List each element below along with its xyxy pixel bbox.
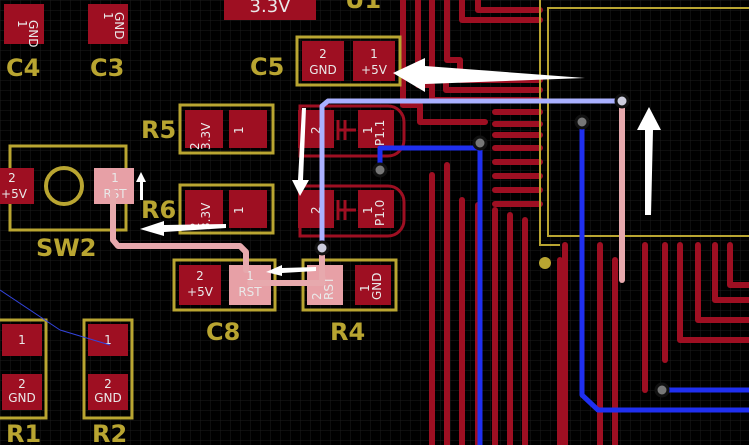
arrow-left-to-c5 <box>393 58 585 92</box>
svg-text:1: 1 <box>361 126 375 134</box>
arrow-down <box>292 108 309 196</box>
svg-text:2: 2 <box>319 47 327 61</box>
r5-component[interactable]: 2 3.3V 1 R5 <box>141 103 275 155</box>
svg-text:1: 1 <box>232 206 246 214</box>
vias <box>314 93 670 398</box>
arrow-up-right <box>637 107 661 215</box>
arrow-left-c8 <box>266 265 316 276</box>
svg-text:1: 1 <box>358 284 372 292</box>
svg-text:2: 2 <box>309 126 323 134</box>
r5-ref: R5 <box>141 116 176 144</box>
svg-text:2: 2 <box>8 171 16 185</box>
top-label-3v3: 3.3V U1 <box>224 0 381 20</box>
arrow-up-sw2 <box>136 172 146 200</box>
svg-text:+5V: +5V <box>187 285 214 299</box>
svg-text:3.3V: 3.3V <box>199 122 213 150</box>
svg-text:2: 2 <box>310 292 324 300</box>
c5-ref: C5 <box>250 53 284 81</box>
pink-tracks <box>110 98 625 286</box>
c4-ref: C4 <box>6 54 40 82</box>
r1-component[interactable]: 1 2 GND R1 <box>0 318 48 445</box>
ratsnest-lines <box>0 289 111 346</box>
svg-text:1: 1 <box>246 269 254 283</box>
c5-component[interactable]: 2 GND 1 +5V C5 <box>250 35 402 87</box>
svg-text:P1.0: P1.0 <box>373 200 387 226</box>
svg-text:3.3V: 3.3V <box>250 0 292 17</box>
u1-ref-label: U1 <box>345 0 381 14</box>
svg-text:2: 2 <box>309 206 323 214</box>
c8-ref: C8 <box>206 318 240 346</box>
svg-text:2: 2 <box>196 269 204 283</box>
annotation-arrows <box>136 58 661 276</box>
c4-pad1-num: 1 <box>15 20 29 28</box>
c8-component[interactable]: 2 +5V 1 RST C8 <box>172 258 277 346</box>
c4-component[interactable]: GND 1 C4 <box>4 4 44 82</box>
svg-text:+5V: +5V <box>361 63 388 77</box>
c3-ref: C3 <box>90 54 124 82</box>
c3-component[interactable]: GND 1 C3 <box>88 4 128 82</box>
r4-ref: R4 <box>330 318 365 346</box>
svg-text:+5V: +5V <box>1 187 28 201</box>
c3-pad1-num: 1 <box>101 12 115 20</box>
svg-text:GND: GND <box>8 391 36 405</box>
svg-text:1: 1 <box>232 126 246 134</box>
svg-text:3.3V: 3.3V <box>199 202 213 230</box>
r2-component[interactable]: 1 2 GND R2 <box>82 318 134 445</box>
svg-text:RST: RST <box>238 285 262 299</box>
svg-text:1: 1 <box>18 333 26 347</box>
svg-text:GND: GND <box>309 63 337 77</box>
r2-ref: R2 <box>92 420 127 445</box>
c4-pad1-net: GND <box>26 20 40 48</box>
u1-outline <box>539 0 749 269</box>
svg-text:P1.1: P1.1 <box>373 120 387 146</box>
r6-ref: R6 <box>141 196 176 224</box>
svg-text:GND: GND <box>370 272 384 300</box>
svg-text:1: 1 <box>104 333 112 347</box>
svg-text:RST: RST <box>322 276 336 300</box>
svg-text:GND: GND <box>94 391 122 405</box>
svg-text:1: 1 <box>370 47 378 61</box>
svg-text:2: 2 <box>18 377 26 391</box>
r6-component[interactable]: 2 3.3V 1 R6 <box>141 183 275 235</box>
svg-text:1: 1 <box>111 171 119 185</box>
r1-ref: R1 <box>6 420 41 445</box>
sw2-ref: SW2 <box>36 234 96 262</box>
svg-text:2: 2 <box>188 142 202 150</box>
svg-text:1: 1 <box>361 206 375 214</box>
c3-pad1-net: GND <box>112 12 126 40</box>
arrow-left-sw2 <box>140 221 226 236</box>
d2-component[interactable]: 2 1 P1.0 <box>298 184 406 238</box>
svg-text:2: 2 <box>104 377 112 391</box>
blue-tracks <box>377 122 749 445</box>
lavender-track <box>319 98 622 248</box>
